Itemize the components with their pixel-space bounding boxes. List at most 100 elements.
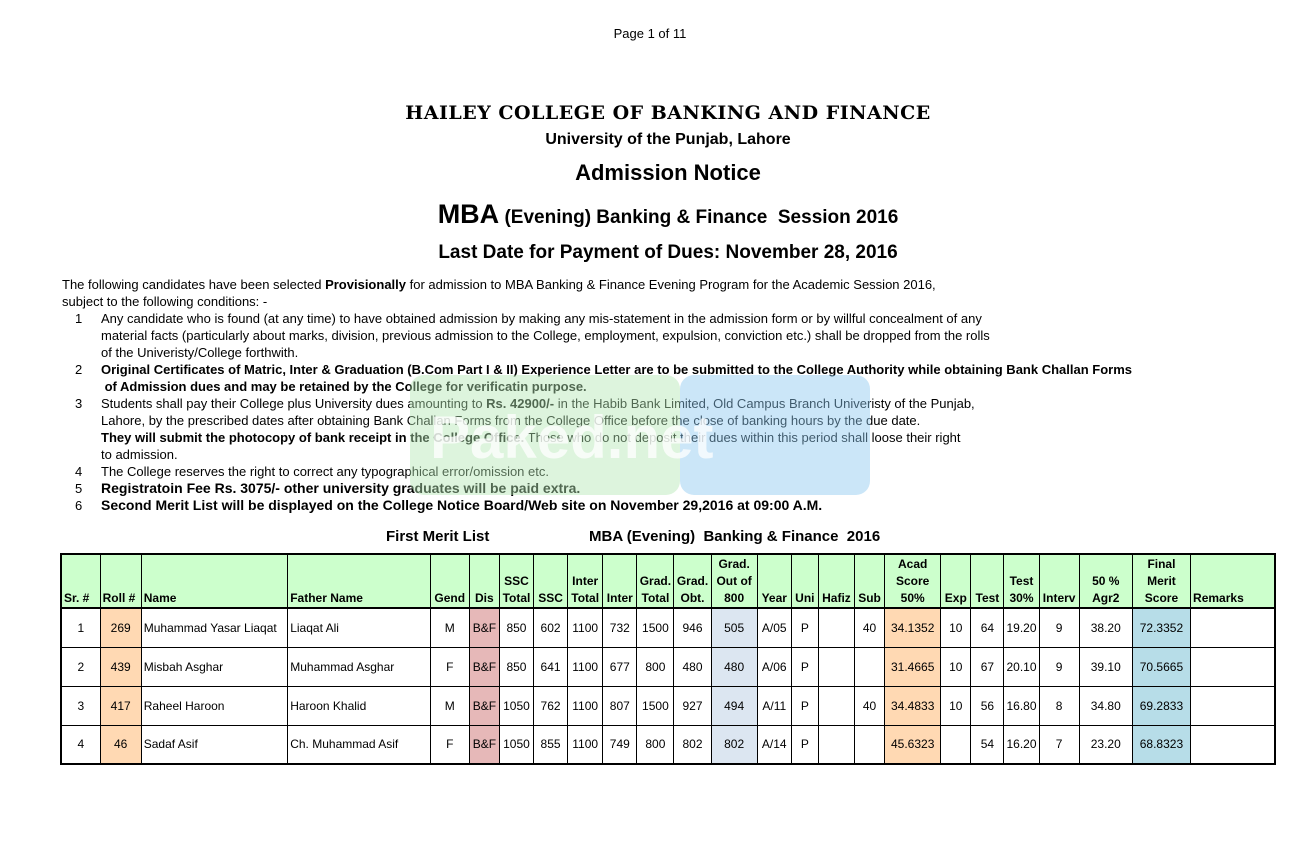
table-row: 1 269 Muhammad Yasar Liaqat Liaqat Ali M… — [60, 607, 1276, 648]
cell-grad-800: 480 — [710, 646, 758, 687]
cell-sub: 40 — [853, 685, 886, 726]
cell-test: 56 — [970, 685, 1005, 726]
header-line: 30% — [1009, 591, 1034, 605]
condition-line: Second Merit List will be displayed on t… — [101, 497, 823, 513]
col-sub: Sub — [853, 553, 886, 609]
condition-line: The College reserves the right to correc… — [101, 464, 549, 479]
header-line: Total — [502, 591, 531, 605]
cell-hafiz — [817, 646, 856, 687]
condition-number: 3 — [75, 396, 83, 411]
col-name: Name — [140, 553, 289, 609]
col-interview: Interv — [1038, 553, 1080, 609]
col-sr: Sr. # — [60, 553, 101, 609]
header-line: Total — [571, 591, 600, 605]
condition-line: Lahore, by the prescribed dates after ob… — [101, 413, 921, 428]
header-line: Total — [641, 591, 670, 605]
condition-line: Original Certificates of Matric, Inter &… — [101, 362, 1132, 377]
program-mba: MBA — [437, 199, 500, 229]
cell-father-name: Muhammad Asghar — [287, 646, 431, 687]
table-header-row: Sr. # Roll # Name Father Name Gend Dis S… — [60, 553, 1276, 609]
cell-name: Sadaf Asif — [140, 724, 289, 765]
condition-line: They will submit the photocopy of bank r… — [101, 429, 1262, 446]
condition-number: 2 — [75, 362, 83, 377]
cell-agr2: 34.80 — [1078, 685, 1133, 726]
cell-remarks — [1190, 685, 1276, 726]
cell-sr: 3 — [60, 685, 101, 726]
col-uni: Uni — [790, 553, 819, 609]
header-line: Out of — [716, 574, 752, 588]
cell-year: A/14 — [756, 724, 792, 765]
condition-bold-text: They will submit the photocopy of bank r… — [101, 430, 525, 445]
cell-uni: P — [790, 607, 819, 648]
condition-6: 6 Second Merit List will be displayed on… — [62, 497, 1262, 514]
condition-4: 4 The College reserves the right to corr… — [62, 463, 1262, 480]
cell-test-30: 20.10 — [1003, 646, 1040, 687]
cell-uni: P — [790, 724, 819, 765]
cell-ssc-total: 850 — [498, 607, 535, 648]
cell-acad-score: 34.4833 — [884, 685, 942, 726]
header-line: 800 — [724, 591, 745, 605]
col-inter: Inter — [602, 553, 638, 609]
col-roll: Roll # — [99, 553, 142, 609]
condition-3: 3 Students shall pay their College plus … — [62, 395, 1262, 463]
cell-grad-obt: 480 — [673, 646, 712, 687]
intro-paragraph: The following candidates have been selec… — [62, 276, 1262, 310]
header-line: Grad. — [639, 574, 672, 588]
cell-acad-score: 34.1352 — [884, 607, 942, 648]
cell-grad-800: 494 — [710, 685, 758, 726]
cell-remarks — [1190, 724, 1276, 765]
cell-ssc-total: 1050 — [498, 724, 535, 765]
cell-test-30: 16.20 — [1003, 724, 1040, 765]
cell-interview: 7 — [1038, 724, 1080, 765]
intro-text: The following candidates have been selec… — [62, 277, 326, 292]
col-dis: Dis — [468, 553, 500, 609]
cell-final-merit: 68.8323 — [1131, 724, 1192, 765]
col-exp: Exp — [940, 553, 972, 609]
cell-gender: M — [429, 607, 470, 648]
condition-text: Those who do not deposit their dues with… — [524, 430, 961, 445]
cell-inter-total: 1100 — [567, 724, 604, 765]
condition-2: 2 Original Certificates of Matric, Inter… — [62, 361, 1262, 395]
cell-test: 64 — [970, 607, 1005, 648]
cell-roll: 417 — [99, 685, 142, 726]
cell-uni: P — [790, 646, 819, 687]
conditions-list: 1 Any candidate who is found (at any tim… — [62, 310, 1262, 514]
cell-ssc: 641 — [533, 646, 569, 687]
cell-sub — [853, 646, 886, 687]
intro-line-1: The following candidates have been selec… — [62, 276, 1262, 293]
cell-grad-obt: 802 — [673, 724, 712, 765]
cell-inter: 749 — [602, 724, 638, 765]
cell-dis: B&F — [468, 685, 500, 726]
cell-grad-total: 1500 — [636, 607, 675, 648]
program-title: MBA (Evening) Banking & Finance Session … — [0, 199, 1300, 230]
cell-year: A/06 — [756, 646, 792, 687]
cell-sr: 2 — [60, 646, 101, 687]
cell-father-name: Ch. Muhammad Asif — [287, 724, 431, 765]
cell-ssc-total: 1050 — [498, 685, 535, 726]
cell-exp — [940, 724, 972, 765]
header-line: SSC — [504, 574, 529, 588]
header-line: Merit — [1147, 574, 1176, 588]
cell-roll: 269 — [99, 607, 142, 648]
cell-interview: 8 — [1038, 685, 1080, 726]
cell-sr: 4 — [60, 724, 101, 765]
header-line: Obt. — [680, 591, 705, 605]
cell-inter-total: 1100 — [567, 685, 604, 726]
cell-inter-total: 1100 — [567, 607, 604, 648]
col-ssc-total: SSC Total — [498, 553, 535, 609]
cell-agr2: 38.20 — [1078, 607, 1133, 648]
cell-test-30: 19.20 — [1003, 607, 1040, 648]
merit-list-program: MBA (Evening) Banking & Finance 2016 — [589, 528, 881, 545]
cell-remarks — [1190, 607, 1276, 648]
col-gender: Gend — [429, 553, 470, 609]
cell-inter: 732 — [602, 607, 638, 648]
cell-grad-total: 800 — [636, 724, 675, 765]
cell-dis: B&F — [468, 607, 500, 648]
cell-year: A/05 — [756, 607, 792, 648]
cell-gender: M — [429, 685, 470, 726]
condition-number: 1 — [75, 311, 83, 326]
col-grad-obt: Grad.Obt. — [673, 553, 712, 609]
university-name: University of the Punjab, Lahore — [545, 131, 791, 148]
cell-uni: P — [790, 685, 819, 726]
